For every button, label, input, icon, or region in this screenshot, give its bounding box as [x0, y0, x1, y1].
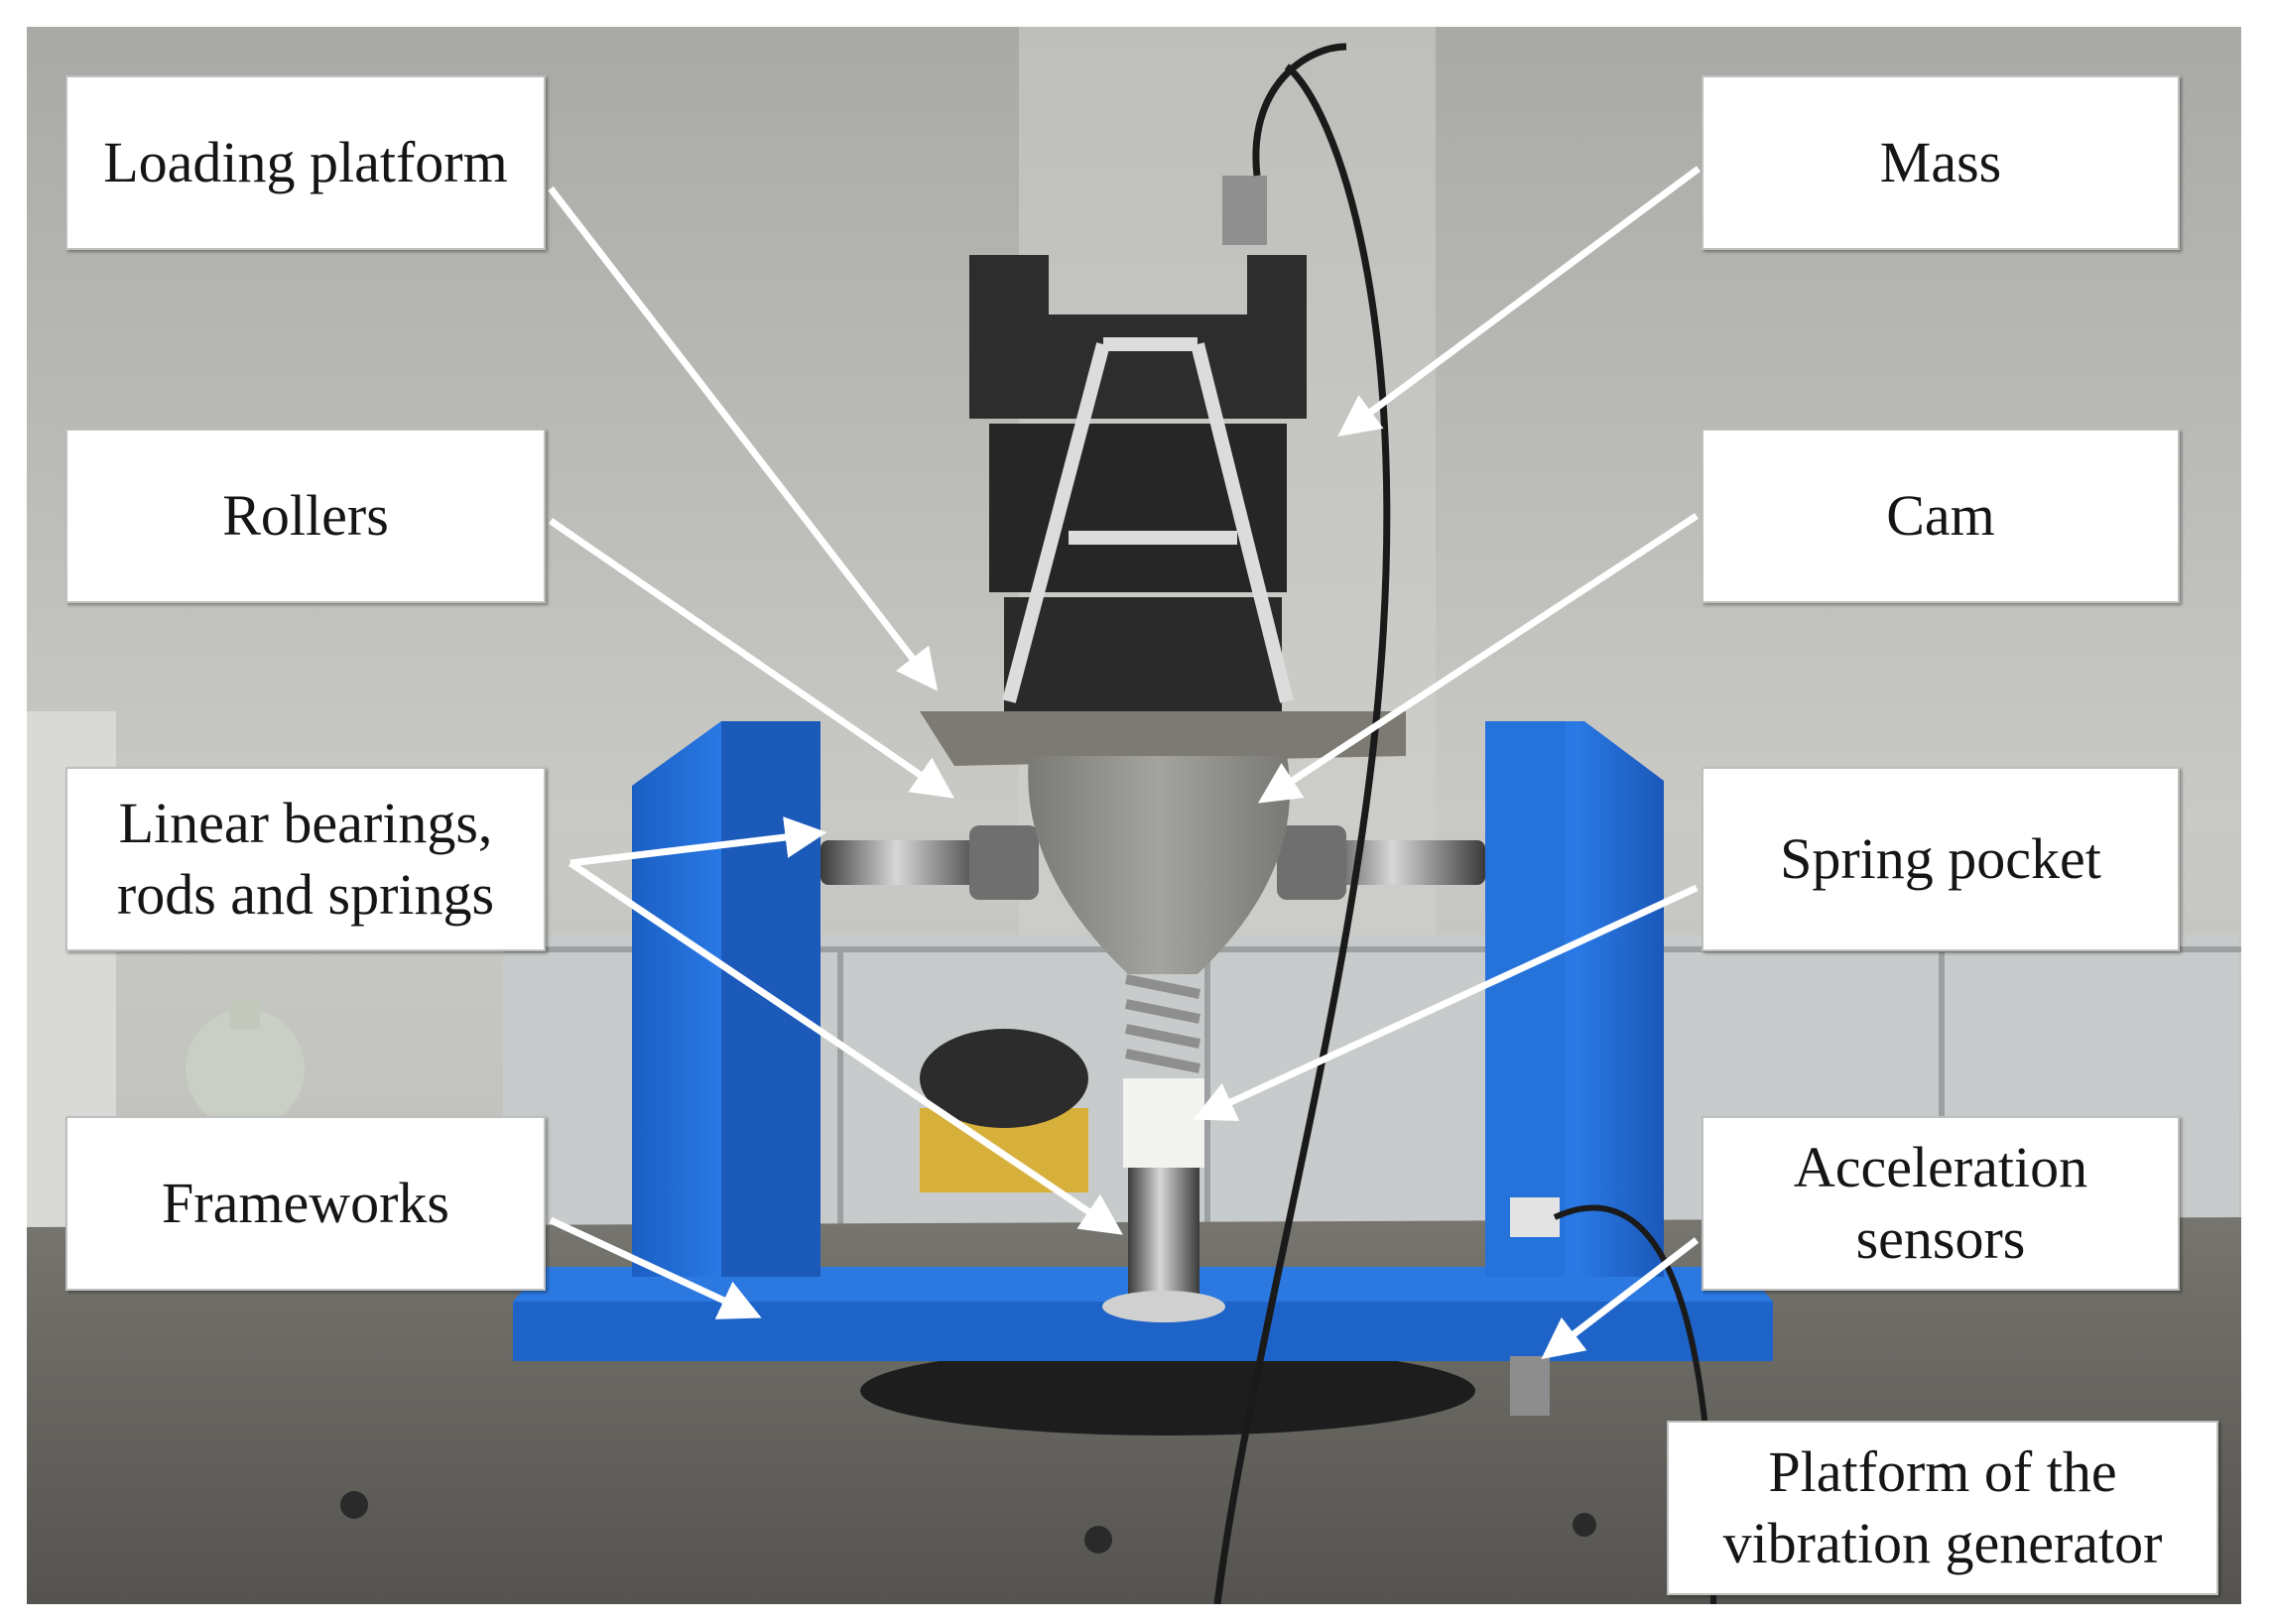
label-frameworks: Frameworks — [65, 1116, 546, 1291]
label-rollers: Rollers — [65, 429, 546, 603]
label-loading-platform: Loading platform — [65, 75, 546, 250]
label-spring-pocket: Spring pocket — [1702, 767, 2180, 951]
label-acceleration-sensors: Acceleration sensors — [1702, 1116, 2180, 1291]
label-platform-vibration-generator: Platform of the vibration generator — [1667, 1421, 2218, 1595]
label-mass: Mass — [1702, 75, 2180, 250]
label-linear-bearings: Linear bearings, rods and springs — [65, 767, 546, 951]
label-cam: Cam — [1702, 429, 2180, 603]
